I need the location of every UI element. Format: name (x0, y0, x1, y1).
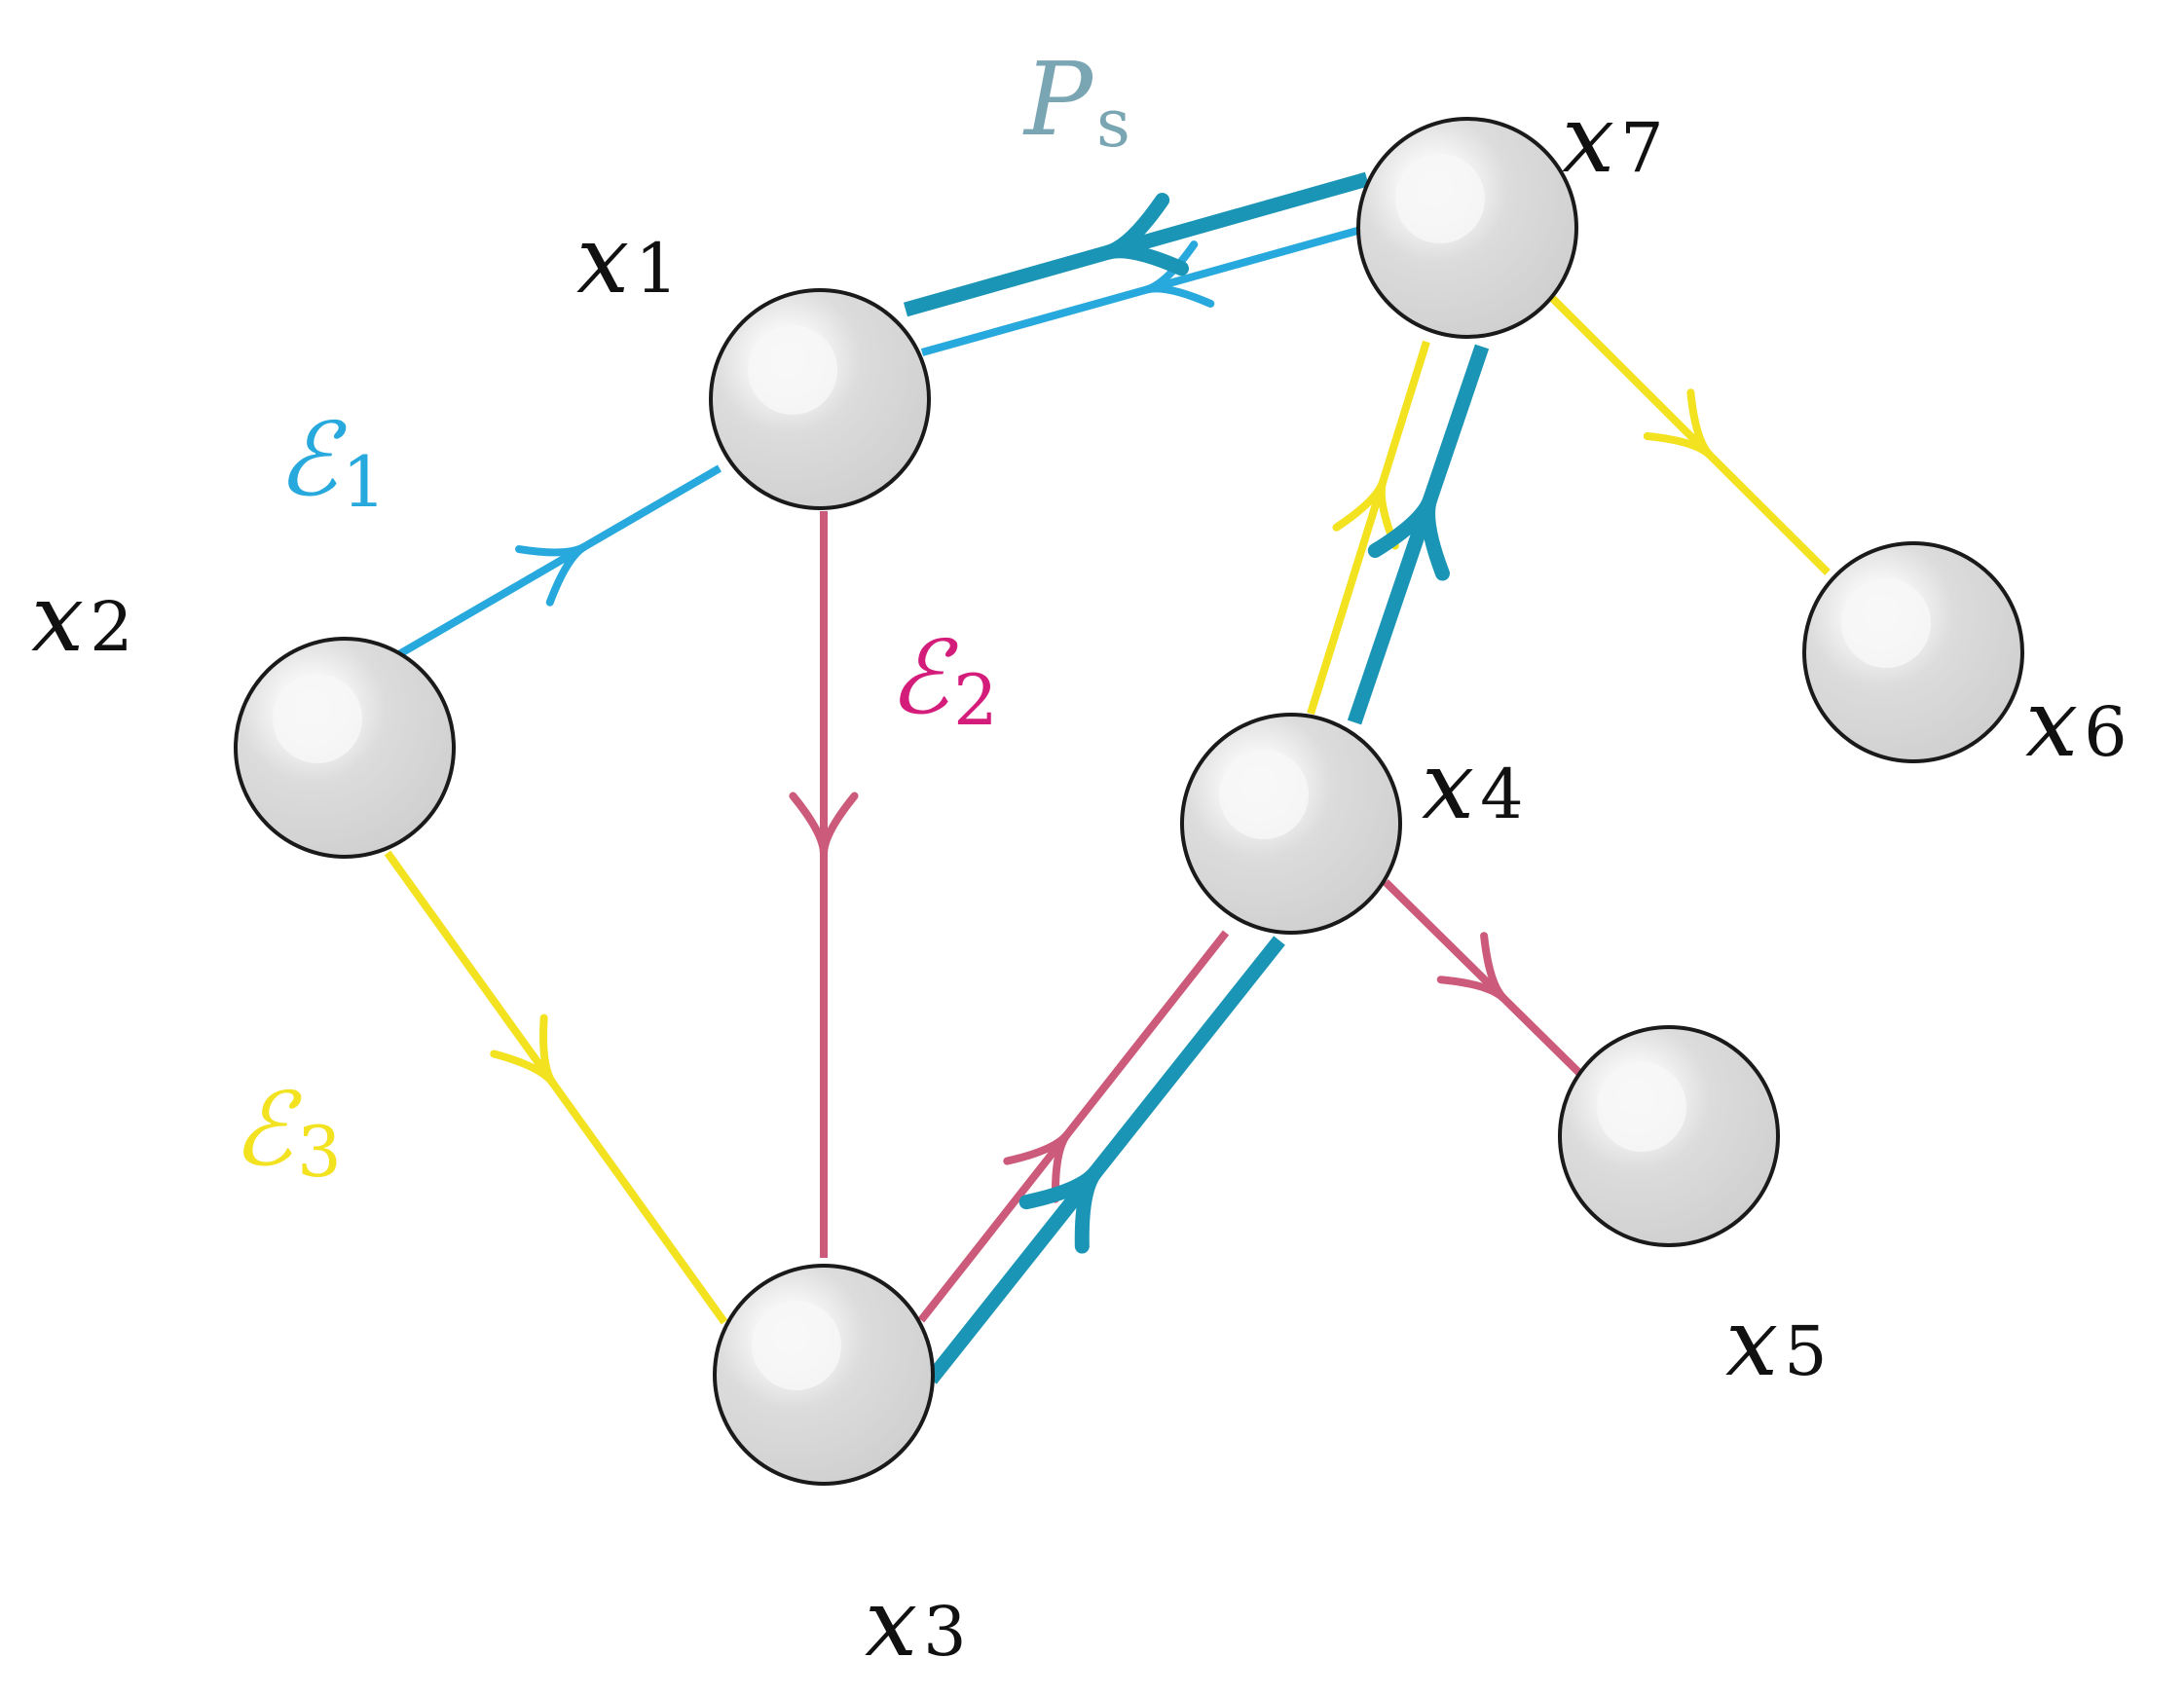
edge-e2-x3-x4 (917, 930, 1230, 1323)
nodes-layer (234, 117, 2024, 1486)
edge-line (917, 930, 1230, 1323)
node-x1 (709, 288, 931, 510)
arrowhead (1003, 1130, 1072, 1203)
node-labels: x1 x2 x3 x4 x5 x6 x7 (31, 85, 2128, 1677)
node-x7 (1356, 117, 1578, 339)
edge-e3-x4-x7 (1307, 340, 1430, 716)
edge-group-labels: ℰ1 ℰ2 ℰ3 Ps (232, 40, 1130, 1193)
edge-line (1548, 294, 1831, 575)
node-label-x7: x7 (1562, 85, 1664, 194)
edge-line (903, 171, 1370, 317)
edge-line (1383, 879, 1583, 1077)
node-x4 (1180, 713, 1402, 935)
node-highlight (1395, 154, 1485, 243)
node-label-x5: x5 (1725, 1288, 1828, 1397)
edge-e2-x1-x3 (789, 511, 859, 1258)
edge-label-ps: Ps (1022, 40, 1130, 163)
edge-ps-x3-x4 (925, 936, 1285, 1384)
edge-line (925, 936, 1285, 1384)
edge-line (384, 850, 728, 1325)
edge-e2-x4-x5 (1383, 879, 1583, 1077)
arrowhead (515, 542, 589, 607)
arrowhead (490, 1013, 557, 1087)
node-highlight (748, 325, 837, 415)
node-highlight (1219, 750, 1309, 839)
edge-label-e1: ℰ1 (277, 400, 387, 523)
edge-label-e3: ℰ3 (232, 1070, 342, 1193)
node-x3 (713, 1264, 935, 1486)
edge-e3-x7-x6 (1548, 294, 1831, 575)
edge-line (396, 464, 722, 658)
edge-ps-x4-x7 (1347, 344, 1490, 725)
edge-line (920, 227, 1359, 356)
edge-ps-x7-x1 (903, 171, 1370, 317)
edge-label-e2: ℰ2 (888, 618, 998, 741)
arrowhead (1018, 1164, 1103, 1254)
arrowhead (1643, 388, 1715, 460)
edge-e1-x2-x1 (396, 464, 722, 658)
edge-line (1307, 340, 1430, 716)
node-highlight (1597, 1062, 1686, 1152)
arrowhead (1436, 932, 1508, 1003)
edge-line (1347, 344, 1490, 725)
node-label-x3: x3 (865, 1568, 967, 1677)
node-highlight (752, 1301, 841, 1390)
node-label-x2: x2 (31, 564, 133, 673)
node-label-x4: x4 (1422, 731, 1524, 840)
edges-layer (384, 171, 1831, 1384)
arrowhead (1332, 477, 1399, 550)
node-highlight (1841, 578, 1931, 668)
node-highlight (273, 674, 362, 763)
node-label-x1: x1 (576, 205, 679, 314)
arrowhead (789, 792, 859, 859)
arrowhead (1100, 193, 1189, 276)
node-label-x6: x6 (2025, 669, 2128, 778)
arrowhead (1367, 492, 1450, 581)
node-x6 (1802, 541, 2024, 763)
node-x2 (234, 637, 456, 859)
edge-e3-x2-x3 (384, 850, 728, 1325)
node-x5 (1558, 1025, 1780, 1247)
